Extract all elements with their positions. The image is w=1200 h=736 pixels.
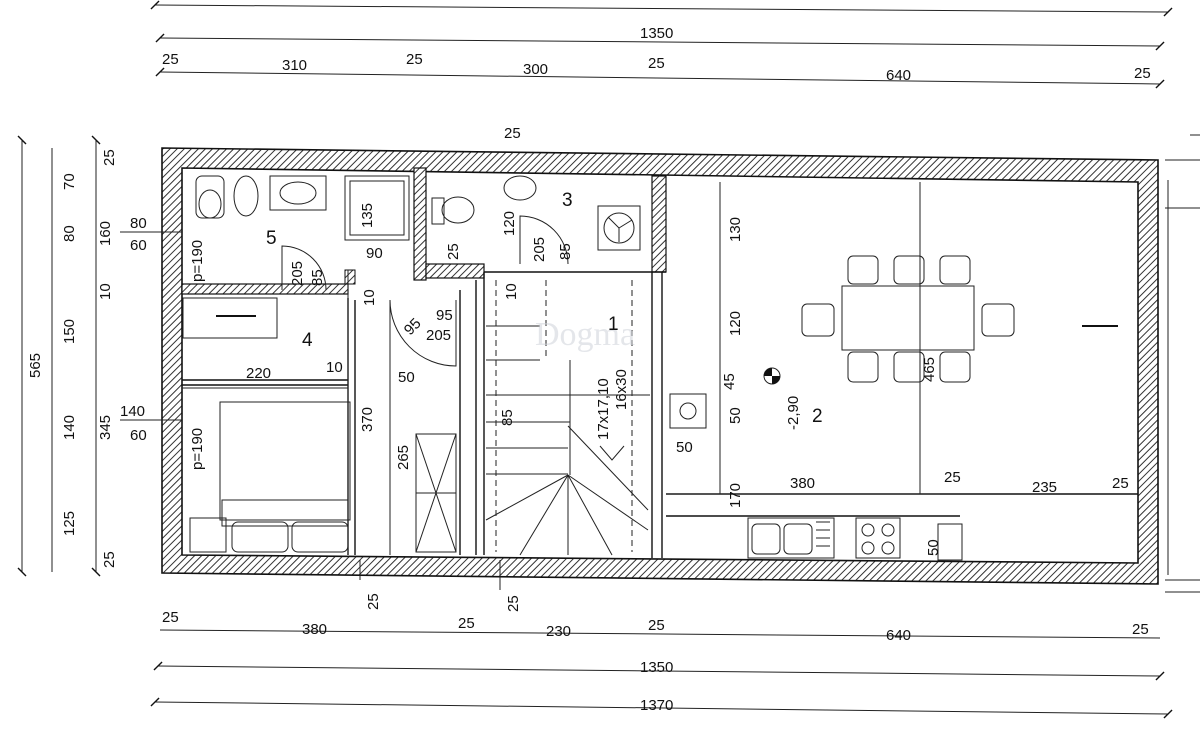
- left-dimension-texts: 565 160 10 345 25 70 80 150 140 125 25 8…: [27, 149, 147, 568]
- room-4: 4: [302, 330, 313, 351]
- dim-85b: 85: [557, 243, 574, 260]
- top-seg-7: 25: [1134, 65, 1151, 82]
- wall-25-top: 25: [504, 125, 521, 142]
- top-dimension-texts: 1350 25 310 25 300 25 640 25: [162, 25, 1151, 84]
- dim-220: 220: [246, 365, 271, 382]
- dim-95a: 95: [436, 307, 453, 324]
- room-1: 1: [608, 314, 619, 335]
- bottom-seg-4: 230: [546, 623, 571, 640]
- dim-45: 45: [721, 373, 738, 390]
- left-mid-10: 10: [97, 283, 114, 300]
- dim-25f: 25: [505, 595, 522, 612]
- interior-labels: p=190 p=190 25 -2,90 16x30 17x17,10 135 …: [189, 125, 1129, 612]
- dim-205c: 205: [426, 327, 451, 344]
- left-inner-70: 70: [61, 173, 78, 190]
- bottom-seg-5: 25: [648, 617, 665, 634]
- bed-bottom-label: p=190: [189, 428, 206, 470]
- bottom-seg-7: 25: [1132, 621, 1149, 638]
- bottom-dimension-texts: 25 380 25 230 25 640 25 1350 1370: [162, 609, 1149, 714]
- dim-370: 370: [359, 407, 376, 432]
- window-top-60: 60: [130, 237, 147, 254]
- window-bottom-140: 140: [120, 403, 145, 420]
- dim-50c: 50: [676, 439, 693, 456]
- bottom-seg-2: 380: [302, 621, 327, 638]
- left-inner-150: 150: [61, 319, 78, 344]
- dim-85a: 85: [309, 269, 326, 286]
- outer-walls: [161, 147, 1159, 585]
- left-total: 565: [27, 353, 44, 378]
- bottom-seg-3: 25: [458, 615, 475, 632]
- dim-135: 135: [359, 203, 376, 228]
- left-inner-125: 125: [61, 511, 78, 536]
- left-mid-345: 345: [97, 415, 114, 440]
- dim-10b: 10: [503, 283, 520, 300]
- room-5: 5: [266, 228, 277, 249]
- dim-50b: 50: [727, 407, 744, 424]
- dim-170: 170: [727, 483, 744, 508]
- window-top-80: 80: [130, 215, 147, 232]
- stair-label-a: 16x30: [613, 369, 630, 410]
- bottom-total-outer: 1370: [640, 697, 673, 714]
- dim-130: 130: [727, 217, 744, 242]
- dim-120: 120: [501, 211, 518, 236]
- dim-465: 465: [921, 357, 938, 382]
- dim-50a: 50: [398, 369, 415, 386]
- dim-235: 235: [1032, 479, 1057, 496]
- dim-50d: 50: [925, 539, 942, 556]
- top-seg-4: 300: [523, 61, 548, 78]
- dim-265: 265: [395, 445, 412, 470]
- watermark: Dogma: [535, 316, 635, 353]
- dim-120b: 120: [727, 311, 744, 336]
- window-bottom-60: 60: [130, 427, 147, 444]
- left-inner-25a: 25: [101, 149, 118, 166]
- room-3: 3: [562, 190, 573, 211]
- top-seg-2: 310: [282, 57, 307, 74]
- dim-205b: 205: [531, 237, 548, 262]
- bed: [189, 401, 351, 553]
- exterior-right: [1165, 134, 1200, 593]
- room-2: 2: [812, 406, 823, 427]
- bathroom-fixtures: [195, 175, 641, 367]
- dim-25d: 25: [1112, 475, 1129, 492]
- dim-10a: 10: [361, 289, 378, 306]
- dim-380: 380: [790, 475, 815, 492]
- dim-95b: 95: [401, 315, 425, 339]
- room-numbers: 1 2 3 4 5: [266, 190, 823, 427]
- left-mid-160: 160: [97, 221, 114, 246]
- top-seg-3: 25: [406, 51, 423, 68]
- stair: [485, 280, 650, 556]
- bottom-seg-1: 25: [162, 609, 179, 626]
- top-seg-5: 25: [648, 55, 665, 72]
- left-inner-140: 140: [61, 415, 78, 440]
- top-total-inner: 1350: [640, 25, 673, 42]
- dim-205a: 205: [289, 261, 306, 286]
- dimension-lines: [17, 0, 1173, 719]
- dim-85c: 85: [499, 409, 516, 426]
- dim-25c: 25: [944, 469, 961, 486]
- top-seg-1: 25: [162, 51, 179, 68]
- top-seg-6: 640: [886, 67, 911, 84]
- bottom-total-inner: 1350: [640, 659, 673, 676]
- dim-90: 90: [366, 245, 383, 262]
- dim-10c: 10: [326, 359, 343, 376]
- left-inner-80: 80: [61, 225, 78, 242]
- level-label: -2,90: [785, 396, 802, 430]
- dim-25e: 25: [365, 593, 382, 610]
- stair-label-b: 17x17,10: [595, 378, 612, 440]
- bed-top-label: p=190: [189, 240, 206, 282]
- dim-25b: 25: [445, 243, 462, 260]
- bottom-seg-6: 640: [886, 627, 911, 644]
- left-inner-25b: 25: [101, 551, 118, 568]
